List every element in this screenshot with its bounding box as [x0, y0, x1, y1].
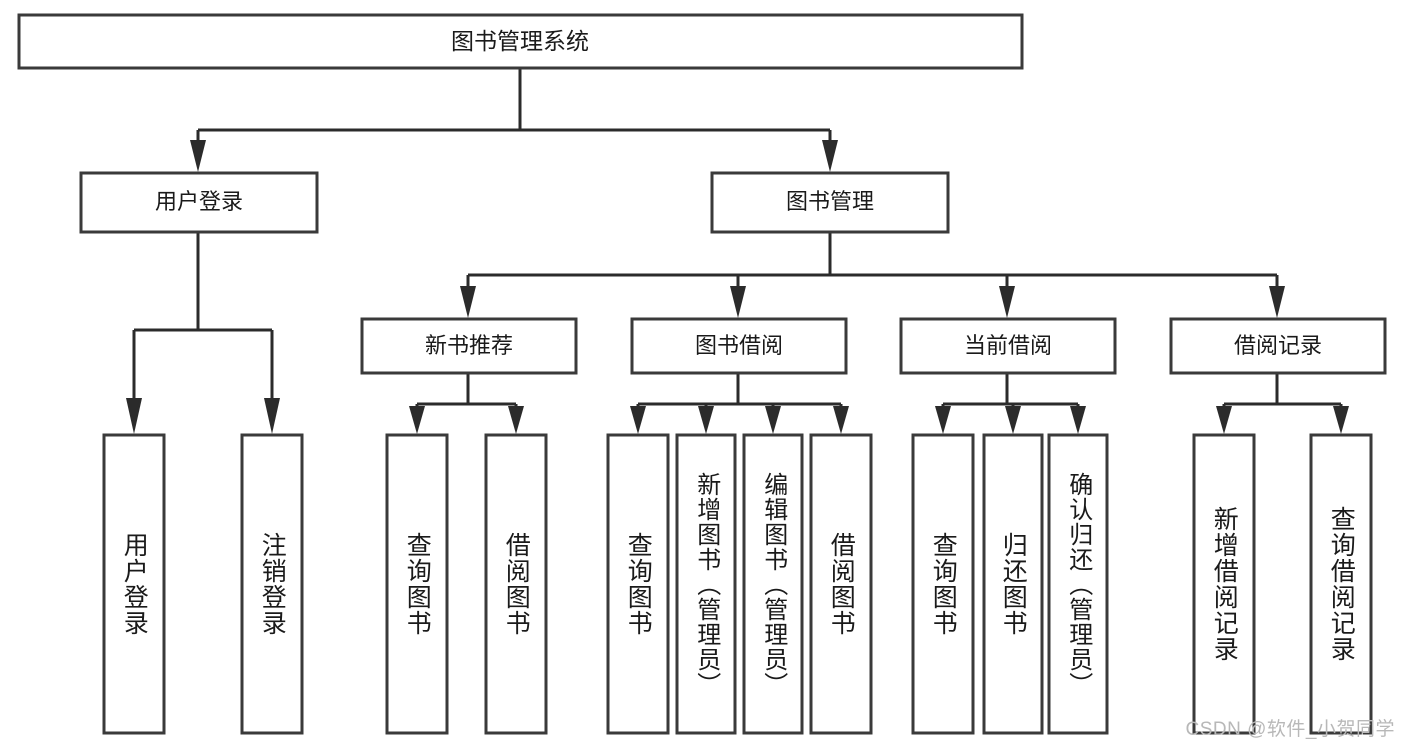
- leaf-box-query-book-2[interactable]: [606, 433, 670, 735]
- node-new-book-rec[interactable]: 新书推荐: [360, 317, 578, 375]
- edge-group-book-borrow-to-leaves: [630, 373, 849, 434]
- leaf-box-confirm-return[interactable]: [1047, 433, 1109, 735]
- node-borrow-record-box[interactable]: [1169, 317, 1387, 375]
- leaf-box-query-book-1[interactable]: [385, 433, 449, 735]
- node-current-borrow-box[interactable]: [899, 317, 1117, 375]
- edge-group-new-book-rec-to-leaves: [409, 373, 524, 434]
- node-new-book-rec-label: 新书推荐: [425, 333, 513, 358]
- node-root-label: 图书管理系统: [451, 28, 589, 54]
- edge-group-user-login-to-leaves: [126, 232, 280, 434]
- arrow-head-leaf-return-book: [1005, 406, 1021, 434]
- arrow-head-leaf-query-record: [1333, 406, 1349, 434]
- arrow-head-leaf-user-login: [126, 398, 142, 434]
- arrow-head-leaf-query-book-1: [409, 406, 425, 434]
- leaf-box-user-login[interactable]: [102, 433, 166, 735]
- node-book-borrow-label: 图书借阅: [695, 333, 783, 358]
- leaf-box-return-book[interactable]: [982, 433, 1044, 735]
- arrow-head-book-borrow: [730, 286, 746, 318]
- node-root-box[interactable]: [17, 13, 1024, 70]
- node-user-login[interactable]: 用户登录: [79, 171, 319, 234]
- arrow-head-leaf-add-book: [698, 406, 714, 434]
- edge-group-book-manage-to-level3: [460, 232, 1285, 318]
- node-current-borrow-label: 当前借阅: [964, 333, 1052, 358]
- arrow-head-leaf-query-book-3: [935, 406, 951, 434]
- edge-group-current-borrow-to-leaves: [935, 373, 1086, 434]
- leaf-box-add-record[interactable]: [1192, 433, 1256, 735]
- node-book-borrow[interactable]: 图书借阅: [630, 317, 848, 375]
- node-current-borrow[interactable]: 当前借阅: [899, 317, 1117, 375]
- node-new-book-rec-box[interactable]: [360, 317, 578, 375]
- leaf-box-query-record[interactable]: [1309, 433, 1373, 735]
- watermark-text: CSDN @软件_小贺同学: [1185, 719, 1395, 740]
- arrow-head-leaf-logout: [264, 398, 280, 434]
- arrow-head-user-login: [190, 140, 206, 172]
- arrow-head-leaf-edit-book: [765, 406, 781, 434]
- node-user-login-label: 用户登录: [155, 189, 243, 214]
- node-user-login-box[interactable]: [79, 171, 319, 234]
- node-book-manage-label: 图书管理: [786, 189, 874, 214]
- leaf-box-add-book[interactable]: [675, 433, 737, 735]
- arrow-head-leaf-query-book-2: [630, 406, 646, 434]
- leaf-box-logout[interactable]: [240, 433, 304, 735]
- edge-group-root-to-level2: [190, 68, 838, 172]
- arrow-head-new-book-rec: [460, 286, 476, 318]
- arrow-head-borrow-record: [1269, 286, 1285, 318]
- node-book-borrow-box[interactable]: [630, 317, 848, 375]
- node-borrow-record-label: 借阅记录: [1234, 333, 1322, 358]
- node-borrow-record[interactable]: 借阅记录: [1169, 317, 1387, 375]
- leaf-box-edit-book[interactable]: [742, 433, 804, 735]
- arrow-head-leaf-borrow-book-1: [508, 406, 524, 434]
- node-book-manage-box[interactable]: [710, 171, 950, 234]
- arrow-head-current-borrow: [999, 286, 1015, 318]
- leaf-box-borrow-book-2[interactable]: [809, 433, 873, 735]
- leaf-box-borrow-book-1[interactable]: [484, 433, 548, 735]
- arrow-head-leaf-borrow-book-2: [833, 406, 849, 434]
- node-root[interactable]: 图书管理系统: [17, 13, 1024, 70]
- node-book-manage[interactable]: 图书管理: [710, 171, 950, 234]
- arrow-head-leaf-add-record: [1216, 406, 1232, 434]
- edge-group-borrow-record-to-leaves: [1216, 373, 1349, 434]
- leaf-boxes: [102, 433, 1373, 735]
- arrow-head-book-manage: [822, 140, 838, 172]
- arrow-head-leaf-confirm-return: [1070, 406, 1086, 434]
- leaf-box-query-book-3[interactable]: [911, 433, 975, 735]
